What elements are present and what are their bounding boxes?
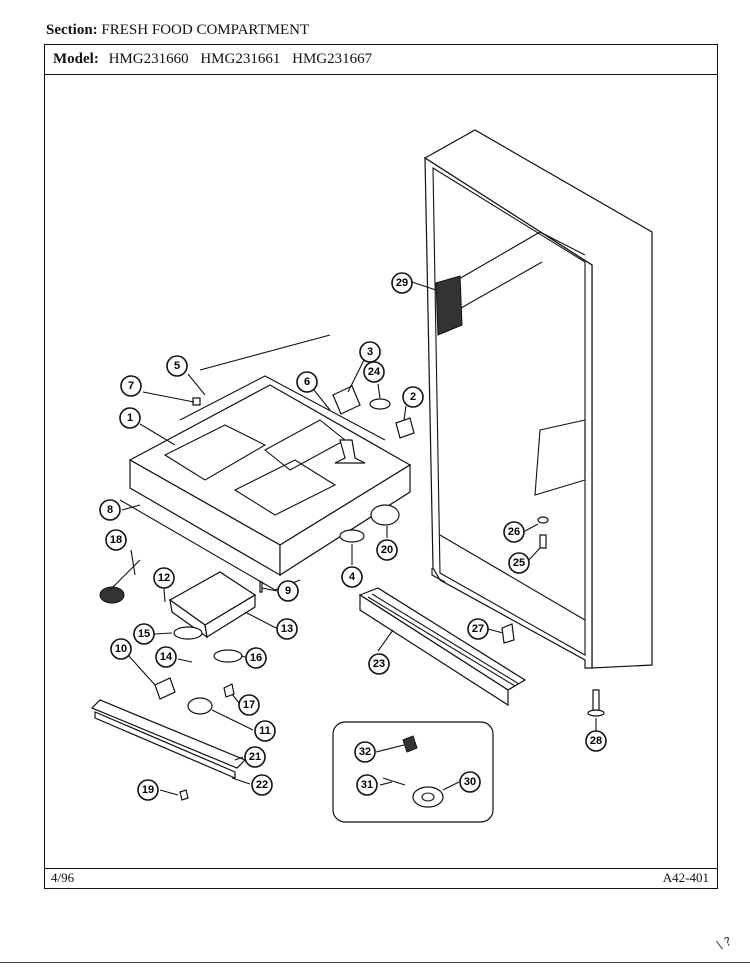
model-label: Model: [53, 51, 99, 67]
svg-text:4: 4 [349, 571, 356, 583]
callout-17: 17 [238, 694, 260, 716]
callout-32: 32 [354, 741, 376, 763]
svg-text:17: 17 [243, 699, 255, 711]
callout-22: 22 [251, 774, 273, 796]
svg-text:6: 6 [304, 376, 310, 388]
document-number: A42-401 [662, 870, 709, 885]
callout-27: 27 [467, 618, 489, 640]
svg-text:28: 28 [590, 735, 602, 747]
callout-15: 15 [133, 623, 155, 645]
callout-12: 12 [153, 567, 175, 589]
svg-text:7: 7 [128, 380, 134, 392]
thermostat-control [332, 385, 415, 464]
callout-23: 23 [368, 653, 390, 675]
round-parts [339, 504, 400, 543]
toe-grille [358, 587, 527, 707]
svg-text:3: 3 [367, 346, 373, 358]
callout-3: 3 [359, 341, 381, 363]
callout-9: 9 [277, 580, 299, 602]
svg-text:11: 11 [259, 725, 271, 737]
callout-21: 21 [244, 746, 266, 768]
svg-text:23: 23 [373, 658, 385, 670]
svg-text:15: 15 [138, 628, 150, 640]
light-housing [99, 559, 257, 715]
diagram-frame: Model: HMG231660 HMG231661 HMG231667 4/9… [44, 44, 718, 889]
callout-16: 16 [245, 647, 267, 669]
small-hardware [179, 397, 605, 801]
callout-24: 24 [363, 361, 385, 383]
svg-text:26: 26 [508, 526, 520, 538]
callout-18: 18 [105, 529, 127, 551]
cabinet [423, 129, 653, 669]
svg-text:25: 25 [513, 557, 525, 569]
model-number-2: HMG231661 [200, 51, 281, 67]
svg-text:2: 2 [410, 391, 416, 403]
svg-text:16: 16 [250, 652, 262, 664]
callout-2: 2 [402, 386, 424, 408]
svg-text:1: 1 [127, 412, 133, 424]
callout-1: 1 [119, 407, 141, 429]
svg-text:18: 18 [110, 534, 122, 546]
svg-text:9: 9 [285, 585, 291, 597]
callout-20: 20 [376, 539, 398, 561]
svg-text:24: 24 [368, 366, 381, 378]
callout-28: 28 [585, 730, 607, 752]
section-heading: Section: FRESH FOOD COMPARTMENT [46, 22, 309, 39]
svg-text:20: 20 [381, 544, 393, 556]
svg-text:29: 29 [396, 277, 408, 289]
revision-date: 4/96 [51, 870, 75, 885]
section-value: FRESH FOOD COMPARTMENT [101, 22, 310, 38]
callout-4: 4 [341, 566, 363, 588]
callout-29: 29 [391, 272, 413, 294]
svg-text:21: 21 [249, 751, 261, 763]
trim-bar [90, 699, 247, 779]
callout-8: 8 [99, 499, 121, 521]
svg-text:12: 12 [158, 572, 170, 584]
model-number-1: HMG231660 [108, 51, 189, 67]
leader-lines [121, 281, 597, 796]
svg-text:31: 31 [361, 779, 373, 791]
callout-26: 26 [503, 521, 525, 543]
model-number-3: HMG231667 [292, 51, 373, 67]
callout-5: 5 [166, 355, 188, 377]
callout-7: 7 [120, 375, 142, 397]
svg-text:30: 30 [464, 776, 476, 788]
callout-19: 19 [137, 779, 159, 801]
model-bar: Model: HMG231660 HMG231661 HMG231667 [45, 45, 717, 75]
callout-30: 30 [459, 771, 481, 793]
callout-10: 10 [110, 638, 132, 660]
section-label: Section: [46, 22, 98, 38]
callout-31: 31 [356, 774, 378, 796]
svg-text:19: 19 [142, 784, 154, 796]
svg-text:8: 8 [107, 504, 113, 516]
svg-text:10: 10 [115, 643, 127, 655]
model-line: Model: HMG231660 HMG231661 HMG231667 [53, 51, 380, 68]
callout-25: 25 [508, 552, 530, 574]
callout-14: 14 [155, 646, 177, 668]
callout-6: 6 [296, 371, 318, 393]
svg-text:13: 13 [281, 623, 293, 635]
svg-text:14: 14 [160, 651, 173, 663]
svg-text:22: 22 [256, 779, 268, 791]
callout-11: 11 [254, 720, 276, 742]
svg-text:32: 32 [359, 746, 371, 758]
svg-text:27: 27 [472, 623, 484, 635]
callout-13: 13 [276, 618, 298, 640]
footer-bar: 4/96 A42-401 [45, 868, 717, 888]
page-bottom-rule [0, 962, 750, 963]
svg-text:5: 5 [174, 360, 180, 372]
crisper-cover-assembly [119, 334, 412, 591]
